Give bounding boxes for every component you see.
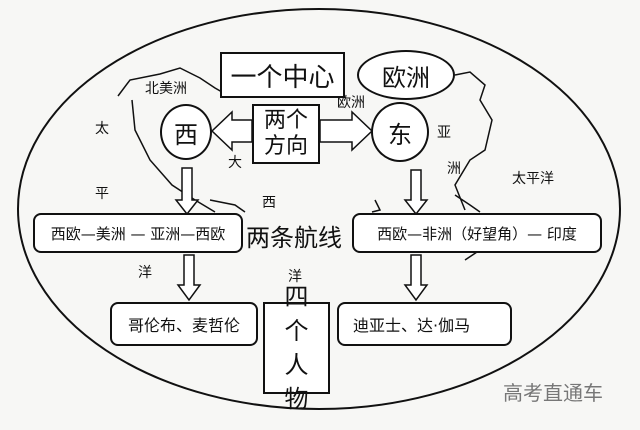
west-route-box: 西欧—美洲 — 亚洲—西欧 bbox=[33, 213, 243, 253]
label-asia-2: 洲 bbox=[447, 161, 461, 177]
two-routes-label: 两条航线 bbox=[246, 224, 342, 252]
globe-outline bbox=[17, 8, 621, 410]
north-america-outline bbox=[117, 67, 246, 213]
one-center-box: 一个中心 bbox=[220, 52, 345, 98]
down-arrow-east-1 bbox=[403, 169, 429, 216]
label-pacific-right: 太平洋 bbox=[512, 171, 554, 187]
down-arrow-east-2 bbox=[403, 254, 429, 302]
east-people-box: 迪亚士、达·伽马 bbox=[337, 302, 512, 346]
four-people-box: 四个人物 bbox=[263, 283, 330, 413]
down-arrow-west-1 bbox=[174, 167, 200, 216]
eurasia-outline bbox=[371, 71, 493, 213]
europe-ellipse: 欧洲 bbox=[357, 50, 455, 100]
west-arrow bbox=[210, 110, 253, 152]
east-circle: 东 bbox=[371, 102, 429, 162]
label-atlantic-3: 洋 bbox=[288, 269, 302, 285]
label-pacific-1: 太 bbox=[95, 121, 109, 137]
label-north-america: 北美洲 bbox=[145, 81, 187, 97]
label-pacific-3: 洋 bbox=[138, 265, 152, 281]
down-arrow-west-2 bbox=[176, 254, 202, 302]
two-directions-box: 两个方向 bbox=[252, 104, 320, 164]
west-circle: 西 bbox=[160, 104, 212, 160]
label-atlantic-2: 西 bbox=[262, 195, 276, 211]
watermark: 高考直通车 bbox=[503, 381, 603, 405]
label-atlantic-1: 大 bbox=[228, 155, 242, 171]
label-europe: 欧洲 bbox=[337, 95, 365, 111]
west-people-box: 哥伦布、麦哲伦 bbox=[110, 302, 258, 346]
label-asia-1: 亚 bbox=[437, 125, 451, 141]
east-route-box: 西欧—非洲（好望角）— 印度 bbox=[352, 213, 602, 253]
east-arrow bbox=[319, 110, 374, 152]
label-pacific-2: 平 bbox=[95, 186, 109, 202]
